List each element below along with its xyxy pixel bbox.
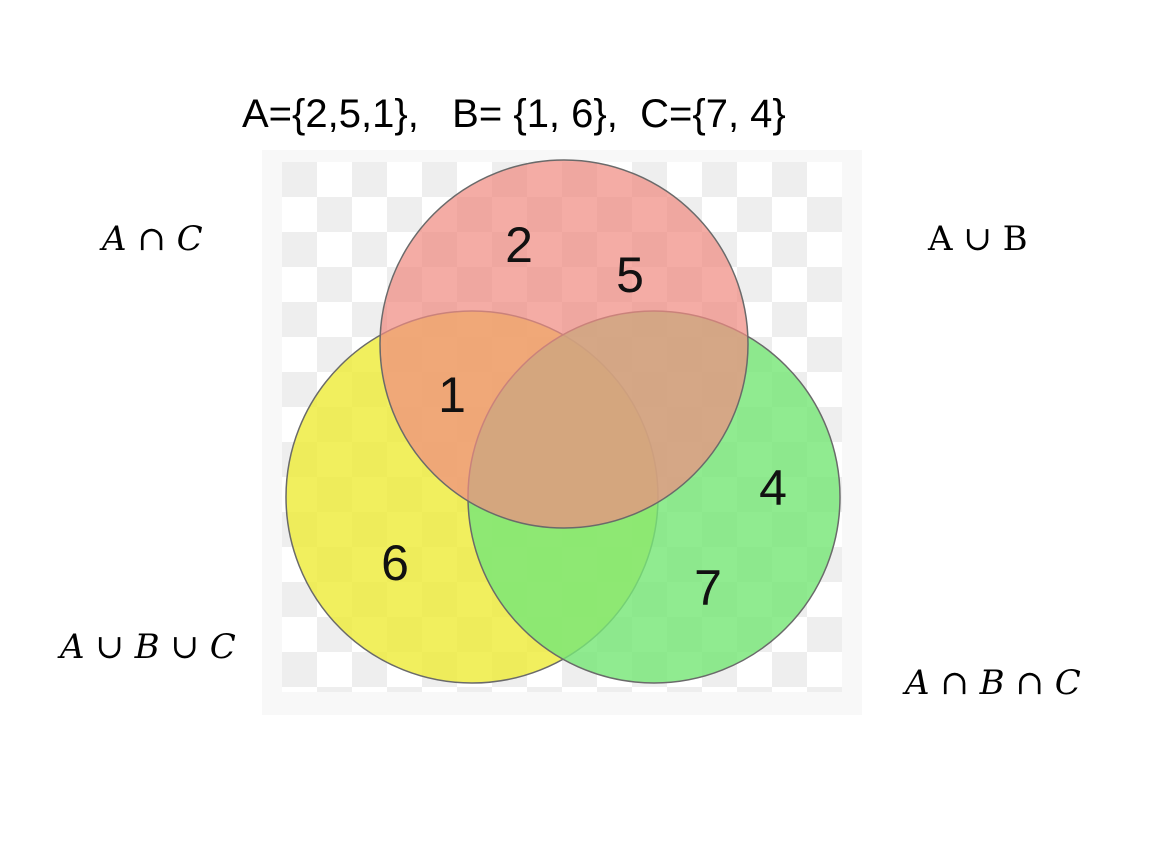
- set-definitions: A={2,5,1}, B= {1, 6}, C={7, 4}: [242, 92, 786, 136]
- region-a-only-label-2: 5: [616, 247, 644, 303]
- region-c-only-label-1: 4: [759, 460, 787, 516]
- region-a-and-b-label: 1: [438, 367, 466, 423]
- expression-a-intersect-b-intersect-c: A ∩ B ∩ C: [905, 663, 1081, 703]
- expression-a-union-b: A ∪ B: [928, 219, 1028, 259]
- set-circles: [285, 159, 841, 684]
- expression-a-union-b-union-c: A ∪ B ∪ C: [60, 627, 236, 667]
- expression-a-intersect-c: A ∩ C: [102, 219, 203, 259]
- region-b-only-label: 6: [381, 535, 409, 591]
- circle-set-a: [379, 159, 749, 529]
- region-a-only-label-1: 2: [505, 217, 533, 273]
- region-c-only-label-2: 7: [694, 560, 722, 616]
- venn-diagram: 2 5 1 6 4 7: [262, 150, 862, 715]
